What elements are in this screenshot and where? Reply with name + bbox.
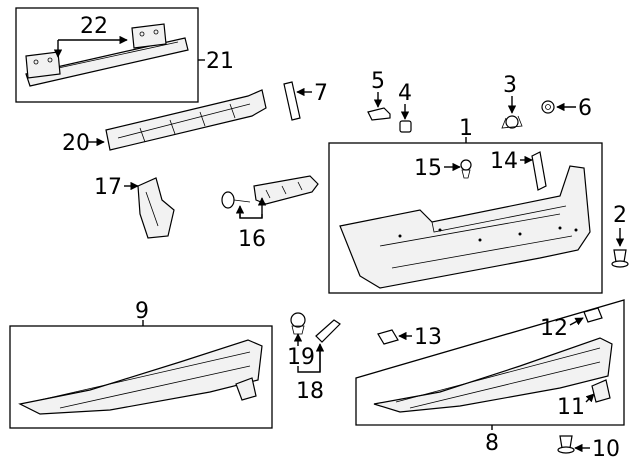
callout-20-label: 20 <box>62 131 90 156</box>
callout-14: 14 <box>490 149 533 174</box>
callout-8-label: 8 <box>485 431 499 456</box>
fastener-part-10 <box>557 435 575 454</box>
callout-18: 18 <box>296 343 325 404</box>
callout-4: 4 <box>398 81 412 120</box>
callout-4-label: 4 <box>398 81 412 106</box>
callout-10-label: 10 <box>592 437 620 462</box>
callout-12-label: 12 <box>540 316 568 341</box>
side-bracket-part <box>137 177 175 239</box>
callout-1-label: 1 <box>459 116 473 141</box>
callout-2-label: 2 <box>613 203 627 228</box>
clip-part-15 <box>460 159 472 179</box>
callout-6-label: 6 <box>578 96 592 121</box>
callout-15: 15 <box>414 156 461 181</box>
callout-5-label: 5 <box>371 69 385 94</box>
callout-13-label: 13 <box>414 325 442 350</box>
diffuser-group-box-left <box>9 325 273 429</box>
callout-7: 7 <box>296 81 328 106</box>
energy-absorber-part <box>105 89 267 151</box>
callout-18-label: 18 <box>296 379 324 404</box>
clip-part-3 <box>501 115 523 129</box>
callout-5: 5 <box>371 69 385 108</box>
callout-9-label: 9 <box>135 299 149 324</box>
callout-3: 3 <box>503 73 517 114</box>
bracket-part-14 <box>531 151 547 191</box>
callout-8: 8 <box>485 425 499 456</box>
pad-part <box>367 107 391 121</box>
bracket-part-13 <box>377 329 399 345</box>
callout-19: 19 <box>287 333 315 370</box>
callout-19-label: 19 <box>287 345 315 370</box>
diffuser-group-box-right <box>355 299 625 426</box>
callout-22: 22 <box>53 14 128 58</box>
callout-7-label: 7 <box>314 81 328 106</box>
callout-17: 17 <box>94 175 139 200</box>
clip-part-19 <box>290 312 306 335</box>
callout-14-label: 14 <box>490 149 518 174</box>
callout-10: 10 <box>574 437 620 462</box>
callout-15-label: 15 <box>414 156 442 181</box>
strip-part-18 <box>315 319 341 343</box>
callout-11: 11 <box>557 393 595 420</box>
bumper-cover-group-box <box>328 142 603 294</box>
callout-11-label: 11 <box>557 395 585 420</box>
callout-16-label: 16 <box>238 227 266 252</box>
strip-part <box>283 81 301 121</box>
callout-22-label: 22 <box>80 14 108 39</box>
callout-17-label: 17 <box>94 175 122 200</box>
callout-1: 1 <box>459 116 473 143</box>
grommet-part <box>541 100 555 114</box>
callout-13: 13 <box>398 325 442 350</box>
callout-21-label: 21 <box>206 49 234 74</box>
fastener-part-2 <box>611 249 629 268</box>
reinforcement-group-box <box>15 7 199 103</box>
callout-20: 20 <box>62 131 105 156</box>
retainer-part-16 <box>221 175 319 209</box>
callout-12: 12 <box>540 316 584 341</box>
callout-9: 9 <box>135 299 149 326</box>
callout-6: 6 <box>556 96 592 121</box>
block-part <box>399 120 412 133</box>
callout-3-label: 3 <box>503 73 517 98</box>
callout-21: 21 <box>198 49 234 74</box>
bracket-part-11 <box>591 379 611 403</box>
callout-2: 2 <box>613 203 627 247</box>
bracket-part-12 <box>583 307 603 323</box>
callout-16: 16 <box>235 197 267 252</box>
